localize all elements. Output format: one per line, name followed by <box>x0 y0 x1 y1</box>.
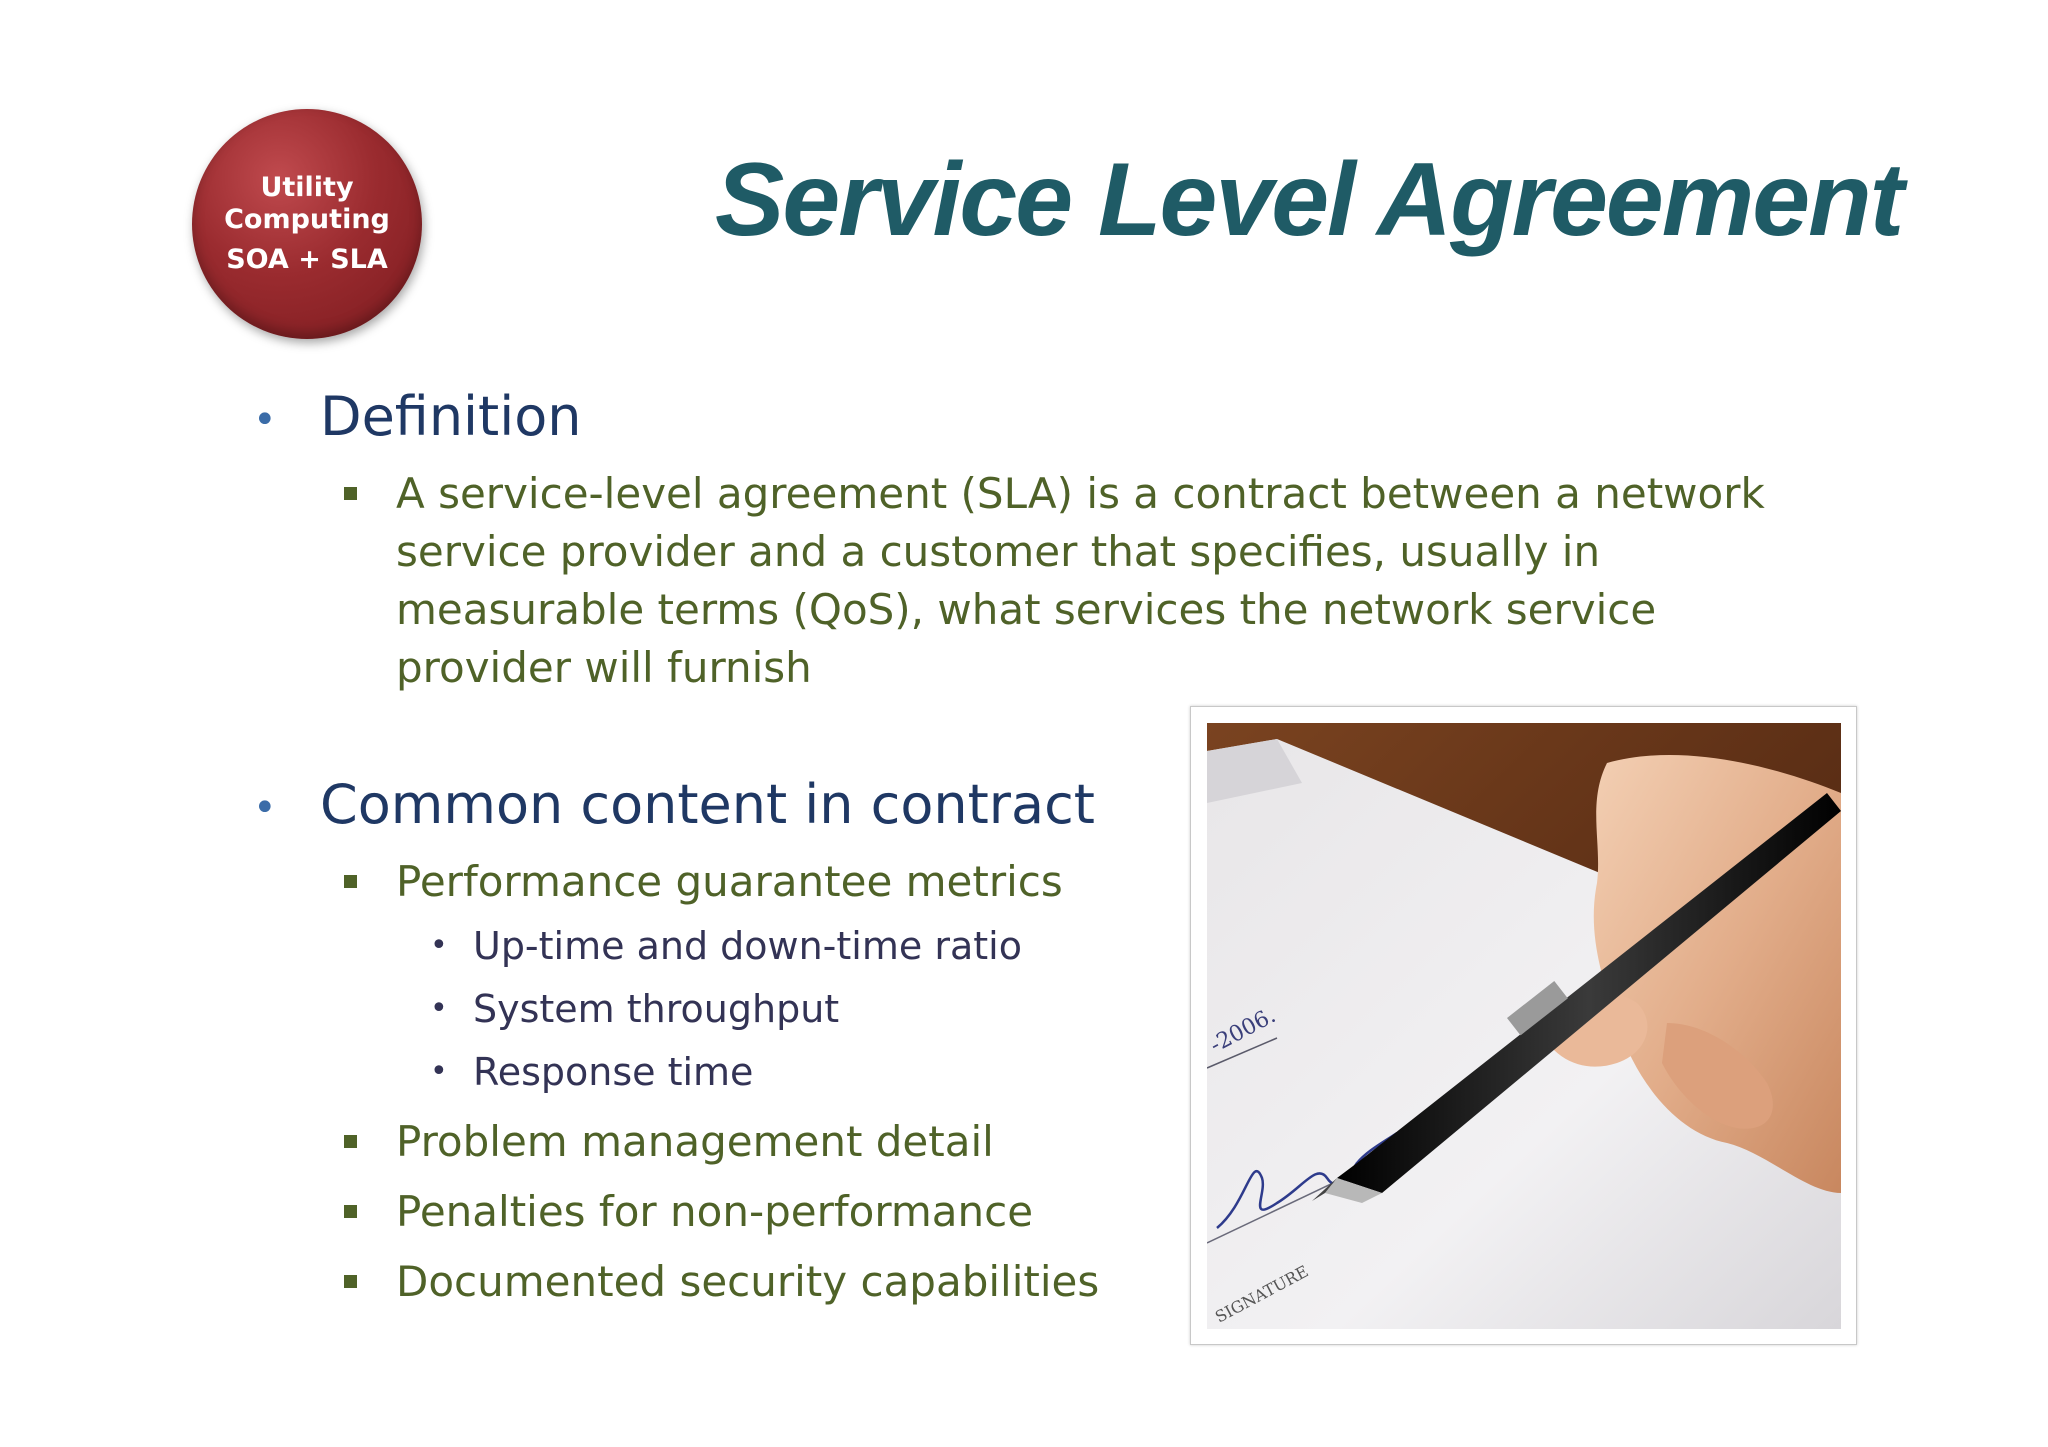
definition-line-1: A service-level agreement (SLA) is a con… <box>396 469 1765 518</box>
definition-line-4: provider will furnish <box>396 643 812 692</box>
dot-bullet-icon: • <box>430 928 448 963</box>
definition-line-3: measurable terms (QoS), what services th… <box>396 585 1657 634</box>
bullet-icon: • <box>253 785 277 831</box>
list-item-text: Problem management detail <box>396 1117 994 1166</box>
list-item-text: Penalties for non-performance <box>396 1187 1034 1236</box>
hand-signing-document-image: -2006. SIGNATURE <box>1207 723 1841 1329</box>
dot-bullet-icon: • <box>430 1054 448 1089</box>
section-heading: Common content in contract <box>320 773 1095 836</box>
sub-list-item-text: Response time <box>473 1050 754 1094</box>
square-bullet-icon <box>344 875 357 888</box>
sub-list-item-text: System throughput <box>473 987 840 1031</box>
square-bullet-icon <box>344 487 357 500</box>
square-bullet-icon <box>344 1205 357 1218</box>
square-bullet-icon <box>344 1275 357 1288</box>
definition-line-2: service provider and a customer that spe… <box>396 527 1601 576</box>
definition-item: A service-level agreement (SLA) is a con… <box>344 465 1765 705</box>
badge-line-2: Computing <box>224 204 390 235</box>
section-heading: Definition <box>320 385 582 448</box>
badge-line-1: Utility <box>260 172 354 203</box>
list-item-text: Documented security capabilities <box>396 1257 1100 1306</box>
topic-badge: Utility Computing SOA + SLA <box>192 109 422 339</box>
signing-photo-frame: -2006. SIGNATURE <box>1190 706 1857 1345</box>
bullet-icon: • <box>253 397 277 443</box>
badge-line-3: SOA + SLA <box>226 244 388 275</box>
sub-list-item-text: Up-time and down-time ratio <box>473 924 1022 968</box>
list-item-text: Performance guarantee metrics <box>396 857 1063 906</box>
slide-title: Service Level Agreement <box>715 142 1904 258</box>
dot-bullet-icon: • <box>430 991 448 1026</box>
square-bullet-icon <box>344 1135 357 1148</box>
